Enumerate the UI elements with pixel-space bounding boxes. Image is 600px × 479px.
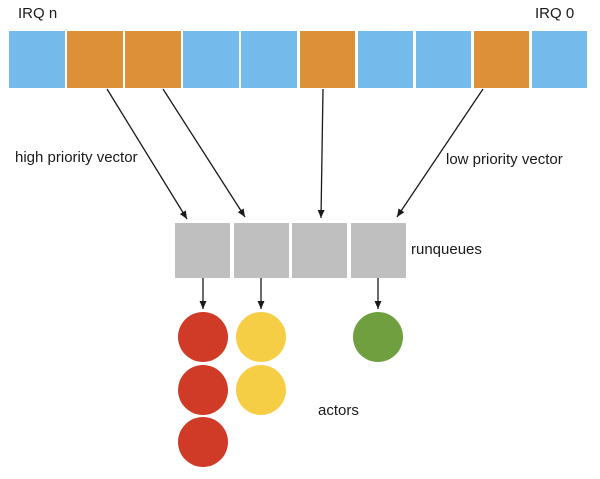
irq-cell-5-orange (299, 31, 355, 88)
actor-yellow (236, 312, 287, 362)
actor-red (177, 365, 228, 415)
irq-cell-3-blue (183, 31, 239, 88)
actor-green (353, 312, 404, 362)
runqueue-3 (350, 223, 406, 278)
high-priority-vector-label: high priority vector (15, 149, 138, 166)
irq-cell-2-orange (125, 31, 181, 88)
runqueue-2 (292, 223, 348, 278)
actors-label: actors (318, 402, 359, 419)
runqueue-1 (233, 223, 289, 278)
actor-red (177, 312, 228, 362)
actor-yellow (236, 365, 287, 415)
irq-cell-6-blue (357, 31, 414, 88)
irq-cell-4-blue (241, 31, 297, 88)
arrow-irq-cell-8-to-runqueue-3 (396, 88, 484, 218)
runqueues-label: runqueues (411, 241, 482, 258)
irq-cell-1-orange (67, 31, 123, 88)
irq-n-label: IRQ n (18, 5, 58, 22)
arrow-irq-cell-2-to-runqueue-1 (162, 88, 246, 218)
arrow-irq-cell-1-to-runqueue-0 (106, 88, 188, 220)
actor-red (177, 417, 228, 467)
low-priority-vector-label: low priority vector (446, 151, 563, 168)
runqueue-0 (175, 223, 230, 278)
arrow-irq-cell-5-to-runqueue-2 (317, 88, 325, 219)
irq-cell-0-blue (9, 31, 65, 88)
irq-cell-9-blue (531, 31, 588, 88)
irq-0-label: IRQ 0 (535, 5, 575, 22)
irq-cell-7-blue (415, 31, 472, 88)
irq-cell-8-orange (473, 31, 530, 88)
